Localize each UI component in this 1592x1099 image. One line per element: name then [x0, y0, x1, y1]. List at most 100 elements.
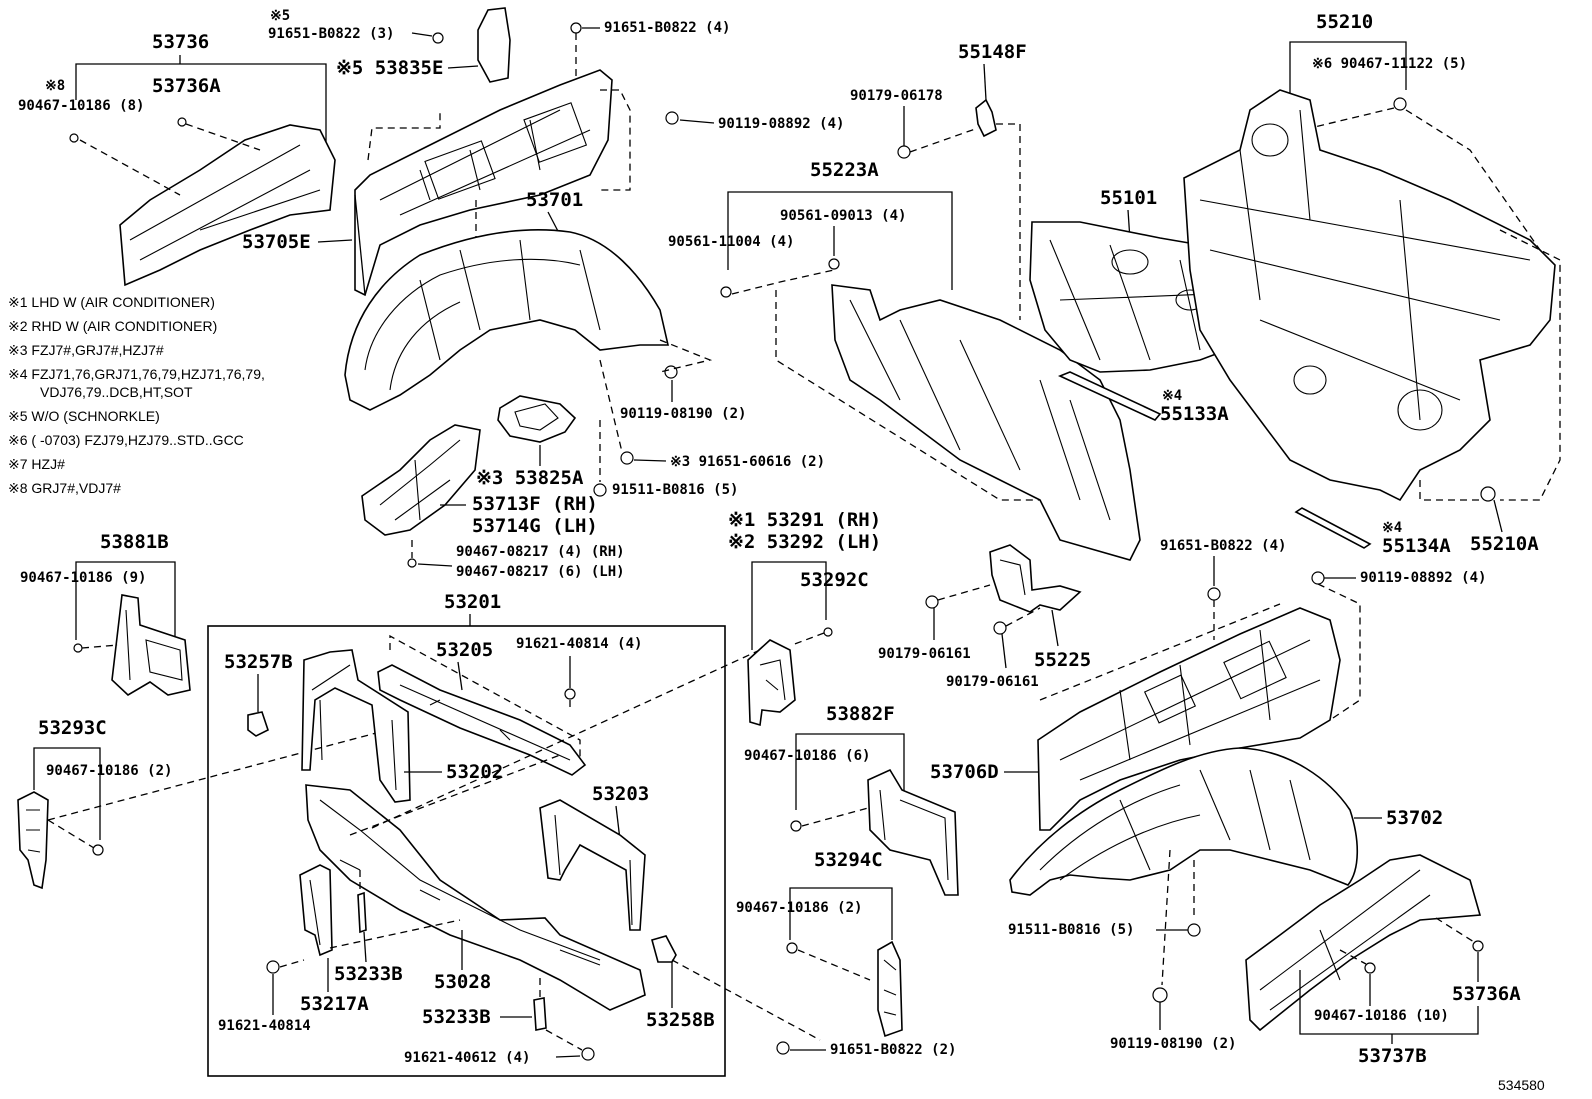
part-53705E-group: ※5 91651-B0822 (3) ※5 53835E 91651-B0822…: [242, 7, 844, 297]
part-53706D-group: 91651-B0822 (4) 90119-08892 (4) 53706D: [930, 538, 1486, 831]
label-53294C: 53294C: [814, 849, 883, 871]
part-53713F-group: 53713F (RH) 53714G (LH) 90467-08217 (4) …: [361, 424, 625, 580]
note-4-cont: VDJ76,79..DCB,HT,SOT: [40, 384, 193, 400]
part-53701-group: 53701 90119-08190 (2) ※3 91651-60616 (2)…: [344, 189, 825, 498]
part-55133A-group: ※4 55133A: [1057, 371, 1229, 425]
label-91651-B0822-4b: 91651-B0822 (4): [1160, 538, 1286, 554]
snorkel-bracket-53835E: [477, 7, 511, 83]
label-55210: 55210: [1316, 11, 1373, 33]
label-55225: 55225: [1034, 649, 1091, 671]
label-55148F: 55148F: [958, 41, 1027, 63]
label-53737B: 53737B: [1358, 1045, 1427, 1067]
splash-shield-53736: [119, 124, 336, 287]
label-53257B: 53257B: [224, 651, 293, 673]
side-support-53202: [301, 649, 411, 803]
part-55210-group: 55210 ※6 90467-11122 (5) 55210A: [1183, 11, 1561, 555]
bolt-icon: [897, 145, 911, 159]
bolt-icon: [177, 117, 187, 127]
bolt-icon: [1311, 571, 1325, 585]
part-53882F-group: 53882F 90467-10186 (6): [744, 703, 959, 896]
label-55210A: 55210A: [1470, 533, 1539, 555]
part-53736-group: 53736 53736A ※8 90467-10186 (8): [18, 31, 336, 287]
upper-apron-53706D: [1037, 607, 1341, 831]
bolt-icon: [581, 1047, 595, 1061]
part-53291-group: ※1 53291 (RH) ※2 53292 (LH) 53292C: [728, 509, 881, 727]
bolt-icon: [790, 820, 802, 832]
part-53825A-group: ※3 53825A: [476, 395, 584, 489]
bracket-55148F: [975, 98, 997, 138]
bolt-icon: [73, 643, 83, 653]
label-90467-10186-2a: 90467-10186 (2): [46, 763, 172, 779]
label-53292: ※2 53292 (LH): [728, 531, 881, 553]
seal-53713F: [361, 424, 481, 536]
insulator-55133A: [1057, 371, 1162, 421]
label-53258B: 53258B: [646, 1009, 715, 1031]
bolt-icon: [1207, 587, 1221, 601]
part-53737B-group: 53736A 90467-10186 (10) 53737B: [1245, 854, 1521, 1067]
seal-53825A: [497, 395, 577, 443]
label-53835E: ※5 53835E: [336, 57, 443, 79]
note-2: ※2 RHD W (AIR CONDITIONER): [8, 318, 217, 334]
label-90119-08892-4b: 90119-08892 (4): [1360, 570, 1486, 586]
note-8: ※8 GRJ7#,VDJ7#: [8, 480, 121, 496]
note-1: ※1 LHD W (AIR CONDITIONER): [8, 294, 215, 310]
label-53705E: 53705E: [242, 231, 311, 253]
bracket-55225: [989, 544, 1082, 613]
label-91651-B0822-2: 91651-B0822 (2): [830, 1042, 956, 1058]
note-3: ※3 FZJ7#,GRJ7#,HZJ7#: [8, 342, 164, 358]
label-90467-10186-2b: 90467-10186 (2): [736, 900, 862, 916]
label-53201: 53201: [444, 591, 501, 613]
bolt-icon: [828, 258, 840, 270]
insulator-55134A: [1294, 507, 1372, 549]
part-55148F-group: 55148F 90179-06178: [850, 41, 1027, 320]
bolt-icon: [776, 1041, 790, 1055]
bolt-icon: [432, 32, 444, 44]
label-53882F: 53882F: [826, 703, 895, 725]
part-53201-group: 53201 53257B 53205 91621-40814 (4) 53202…: [207, 591, 761, 1077]
bolt-icon: [570, 22, 582, 34]
label-91621-40814-4: 91621-40814 (4): [516, 636, 642, 652]
front-fender-apron-53702: [1009, 747, 1359, 896]
bolt-icon: [720, 286, 732, 298]
front-fender-apron-53701: [344, 228, 670, 411]
note-7: ※7 HZJ#: [8, 456, 65, 472]
label-90179-06178: 90179-06178: [850, 88, 943, 104]
brace-53233B-a: [357, 891, 367, 934]
seal-53293C: [17, 791, 49, 890]
notes-legend: ※1 LHD W (AIR CONDITIONER) ※2 RHD W (AIR…: [8, 294, 265, 496]
label-91651-B0822-3: 91651-B0822 (3): [268, 26, 394, 42]
bolt-icon: [1472, 940, 1484, 952]
bolt-icon: [1393, 97, 1407, 111]
label-90467-10186-9: 90467-10186 (9): [20, 570, 146, 586]
label-90467-10186-8: 90467-10186 (8): [18, 98, 144, 114]
label-53701: 53701: [526, 189, 583, 211]
dash-panel-55210: [1183, 89, 1556, 502]
label-90561-09013-4: 90561-09013 (4): [780, 208, 906, 224]
label-55223A: 55223A: [810, 159, 879, 181]
seal-53294C: [877, 940, 903, 1038]
part-55225-group: 90179-06161 90179-06161 55225: [878, 544, 1091, 690]
label-53293C: 53293C: [38, 717, 107, 739]
label-53736A-top: 53736A: [152, 75, 221, 97]
label-53028: 53028: [434, 971, 491, 993]
label-91621-40612-4: 91621-40612 (4): [404, 1050, 530, 1066]
bolt-icon: [620, 451, 634, 465]
bolt-icon: [266, 960, 280, 974]
mark-4b: ※4: [1382, 520, 1402, 536]
label-91511-B0816-5b: 91511-B0816 (5): [1008, 922, 1134, 938]
label-53203: 53203: [592, 783, 649, 805]
bolt-icon: [823, 627, 833, 637]
label-53292C: 53292C: [800, 569, 869, 591]
diagram-id: 534580: [1498, 1077, 1545, 1093]
label-90467-10186-10: 90467-10186 (10): [1314, 1008, 1449, 1024]
bolt-icon: [665, 111, 679, 125]
mark-5: ※5: [270, 8, 290, 24]
label-53205: 53205: [436, 639, 493, 661]
bolt-icon: [1187, 923, 1201, 937]
label-90561-11004-4: 90561-11004 (4): [668, 234, 794, 250]
bolt-icon: [564, 688, 576, 700]
label-55134A: 55134A: [1382, 535, 1451, 557]
part-53294C-group: 53294C 90467-10186 (2) 91651-B0822 (2): [671, 849, 956, 1058]
